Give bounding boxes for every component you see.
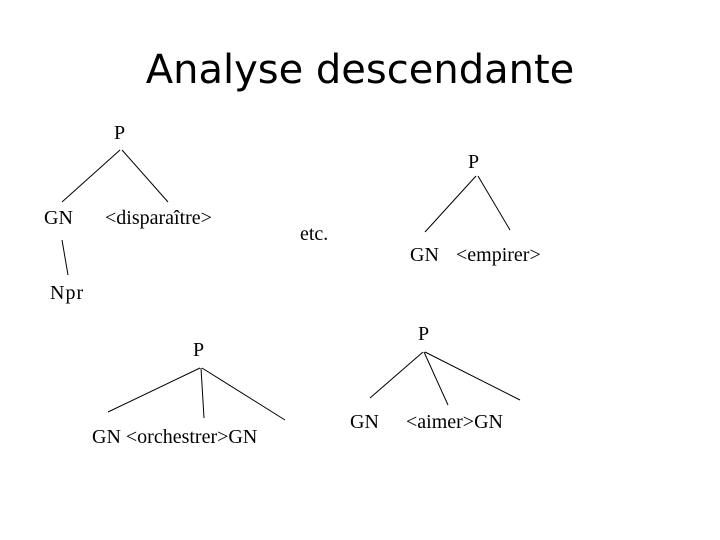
edge-t3-root-left xyxy=(107,367,201,413)
tree1-gn-node: GN xyxy=(44,207,73,229)
etc-text: etc. xyxy=(300,223,329,245)
edge-t1-root-gn xyxy=(61,149,121,203)
tree3-children-node: GN <orchestrer>GN xyxy=(92,426,258,448)
edge-t2-root-gn xyxy=(424,175,477,233)
tree4-root-node: P xyxy=(418,323,430,345)
tree3-root-node: P xyxy=(193,339,205,361)
tree1-npr-node: Npr xyxy=(50,282,85,304)
edge-t3-root-middle xyxy=(200,367,205,419)
tree2-gn-node: GN xyxy=(410,244,439,266)
tree4-gn-node: GN xyxy=(350,411,379,433)
tree1-root-node: P xyxy=(114,122,126,144)
tree1-verb-node: <disparaître> xyxy=(105,207,212,229)
edge-t1-root-verb xyxy=(121,149,169,203)
edge-t1-gn-npr xyxy=(61,239,69,276)
edge-t4-root-middle xyxy=(423,351,449,406)
edge-t2-root-verb xyxy=(477,175,511,231)
tree2-root-node: P xyxy=(468,151,480,173)
edge-t3-root-right xyxy=(201,367,286,421)
tree4-verb-node: <aimer>GN xyxy=(406,411,503,433)
edge-t4-root-right xyxy=(424,351,521,401)
slide-title: Analyse descendante xyxy=(145,47,575,93)
edge-t4-root-gn xyxy=(369,351,424,399)
tree2-verb-node: <empirer> xyxy=(456,244,541,266)
